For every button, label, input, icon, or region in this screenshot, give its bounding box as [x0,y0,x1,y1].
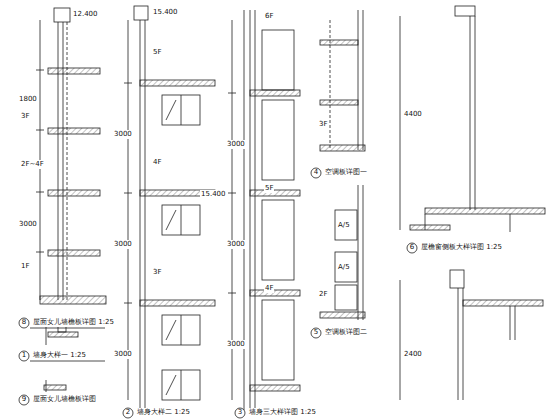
dimension-label: 4400 [403,110,423,119]
dimension-label: 2F~4F [20,160,45,169]
dimension-label: A/5 [337,221,351,230]
dimension-label: 3000 [226,140,246,149]
detail-caption: 墙身三大样详图 1:25 [248,408,317,417]
dimension-label: 1800 [18,95,38,104]
detail-caption: 屋檐窗侧板大样详图 1:25 [420,243,503,252]
detail-caption: 空调板详图一 [324,168,368,177]
dimension-label: 5F [264,184,274,193]
dimension-label: 4F [152,158,162,167]
dimension-label: 2F [318,290,328,299]
dimension-label: 15.400 [152,8,179,17]
dimension-label: 2400 [403,350,423,359]
callout-number: 6 [408,243,416,252]
dimension-label: A/5 [337,263,351,272]
dimension-label: 3000 [18,220,38,229]
callout-number: 8 [20,318,28,327]
callout-number: 1 [20,351,28,360]
dimension-label: 3000 [113,350,133,359]
detail-caption: 墙身大样二 1:25 [136,408,191,417]
dimension-label: 3000 [226,240,246,249]
detail-caption: 墙身大样一 1:25 [32,351,87,360]
dimension-label: 15.400 [200,190,227,199]
dimension-label: 3F [20,112,30,121]
dimension-label: 1F [20,262,30,271]
dimension-label: 3000 [226,340,246,349]
dimension-label: 3000 [113,240,133,249]
dimension-label: 3F [318,120,328,129]
callout-number: 4 [312,168,320,177]
dimension-label: 6F [264,12,274,21]
callout-number: 9 [20,395,28,404]
callout-number: 3 [236,408,244,417]
dimension-label: 3F [152,268,162,277]
dimension-label: 4F [264,284,274,293]
dimension-label: 3000 [113,130,133,139]
dimension-label: 5F [152,48,162,57]
callout-number: 5 [312,328,320,337]
detail-caption: 空调板详图二 [324,328,368,337]
detail-caption: 屋面女儿墙檐板详图 1:25 [32,318,115,327]
dimension-label: 12.400 [72,10,99,19]
detail-caption: 屋面女儿墙檐板详图 [32,395,97,404]
callout-number: 2 [124,408,132,417]
